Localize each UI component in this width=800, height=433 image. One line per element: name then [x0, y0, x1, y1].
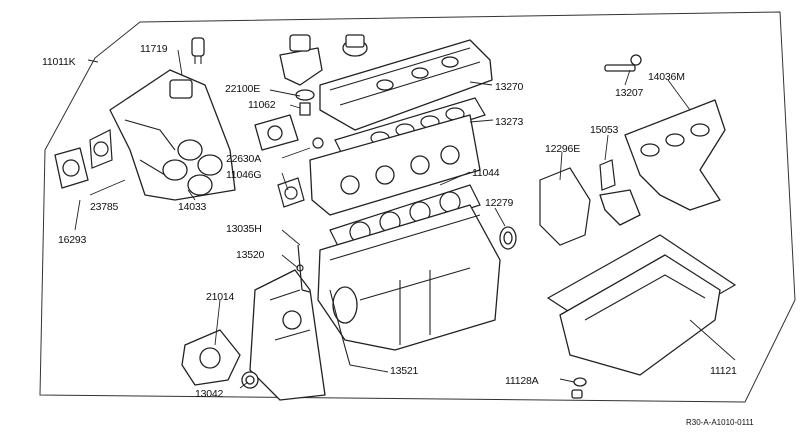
label-22100E: 22100E — [225, 83, 260, 95]
leader-lines — [74, 49, 736, 389]
label-11011K: 11011K — [42, 56, 76, 68]
timing-cover — [249, 269, 326, 401]
label-13207: 13207 — [615, 87, 644, 99]
throttle-body-gasket — [54, 129, 113, 189]
timing-gaskets — [296, 244, 311, 293]
label-11044: 11044 — [472, 167, 500, 179]
label-13520: 13520 — [236, 249, 265, 261]
label-12279: 12279 — [485, 197, 514, 209]
intake-manifold — [109, 69, 236, 201]
rear-seal-retainer-gasket — [539, 167, 591, 246]
thermostat-gasket — [277, 177, 305, 208]
oil-pan — [546, 234, 737, 376]
label-12296E: 12296E — [545, 143, 580, 155]
label-13270: 13270 — [495, 81, 524, 93]
label-13042: 13042 — [195, 388, 224, 400]
label-16293: 16293 — [58, 234, 87, 246]
label-22630A: 22630A — [226, 153, 261, 165]
label-14036M: 14036M — [648, 71, 685, 83]
label-11128A: 11128A — [505, 375, 539, 387]
label-11719: 11719 — [140, 43, 168, 55]
label-11121: 11121 — [710, 365, 737, 377]
label-23785: 23785 — [90, 201, 119, 213]
crank-seal — [241, 371, 259, 389]
dipstick-tube — [329, 289, 351, 366]
assembly-frame — [39, 11, 796, 403]
label-11062: 11062 — [248, 99, 276, 111]
part-labels: 11011K 11719 22100E 11062 13270 13273 22… — [42, 43, 754, 427]
label-11046G: 11046G — [226, 169, 261, 181]
valve-cover — [319, 39, 493, 131]
valve-parts — [254, 89, 324, 151]
cylinder-head — [309, 114, 481, 216]
sensor-part — [191, 37, 205, 64]
drawing-code: R30-A-A1010-0111 — [686, 418, 754, 427]
drain-plug — [571, 377, 587, 399]
exhaust-manifold — [624, 99, 726, 211]
label-13521: 13521 — [390, 365, 419, 377]
label-14033: 14033 — [178, 201, 207, 213]
water-pump-gasket — [181, 329, 241, 386]
oil-pickup — [599, 159, 641, 226]
label-13035H: 13035H — [226, 223, 262, 235]
engine-block — [317, 204, 501, 351]
rear-main-seal — [499, 226, 517, 250]
label-13273: 13273 — [495, 116, 524, 128]
label-15053: 15053 — [590, 124, 619, 136]
bolt — [604, 54, 642, 72]
distributor — [279, 34, 368, 86]
label-21014: 21014 — [206, 291, 235, 303]
